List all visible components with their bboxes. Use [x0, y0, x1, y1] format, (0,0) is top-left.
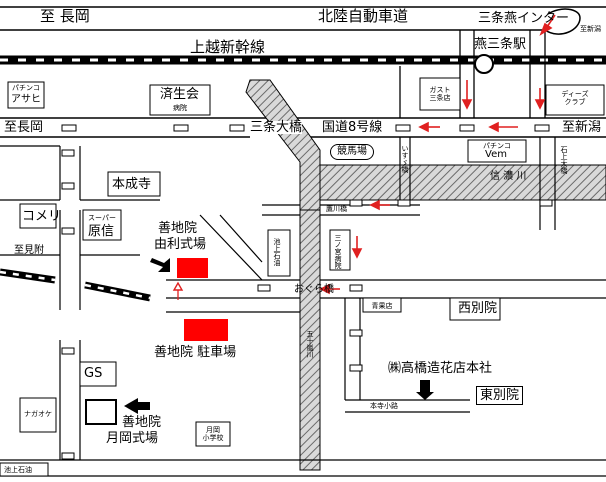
pachinko-vem-small-label: パチンコ: [483, 142, 511, 150]
route8-label: 国道8号線: [322, 120, 383, 135]
shinano-river: [245, 79, 606, 471]
tsubame-sanjo-station-marker: [474, 54, 494, 74]
pachinko-vem-label: Vem: [485, 149, 507, 160]
gs-label: GS: [84, 366, 103, 381]
to-nagaoka-top-label: 至 長岡: [40, 7, 90, 25]
yuri-hall-marker: [177, 258, 208, 278]
ishigami-ohashi-label: 石上大橋: [560, 146, 569, 174]
route8-road: [0, 117, 606, 138]
saiseikai-hospital-label: 病院: [173, 104, 187, 112]
higashi-betsuin-label: 東別院: [476, 386, 524, 405]
parking-marker: [184, 319, 228, 341]
deeds-club-label: ディーズ クラブ: [561, 90, 589, 107]
parking-label: 善地院 駐車場: [154, 345, 237, 360]
shinano-river-label: 信 濃 川: [490, 171, 527, 182]
isuzu-bridge-label: いすゞ橋: [401, 145, 410, 173]
sannomiya-hospital-label: 三ノ宮病院: [334, 234, 343, 269]
tsubame-sanjo-station-label: 燕三条駅: [474, 37, 527, 52]
tsukioka-hall-line1-label: 善地院: [122, 415, 162, 430]
sanjo-tsubame-ic-label: 三条燕インター: [478, 11, 570, 26]
to-niigata-label: 至新潟: [562, 120, 602, 135]
jr-railway-line: [0, 268, 151, 302]
hokuriku-expressway-road: [0, 6, 606, 35]
gusto-label: ガスト 三条店: [429, 86, 451, 103]
ikegami-ishiyu-label: 池上石油: [273, 238, 282, 266]
keibajo-label: 競馬場: [330, 144, 374, 160]
gojuarashi-river-label: 五十嵐川: [306, 330, 315, 358]
route-arrows: [177, 14, 556, 300]
supermarket-small-label: スーパー: [88, 214, 116, 222]
ogura-bridge-label: おぐら橋: [294, 284, 334, 295]
to-niigata-small-label: 至新潟: [580, 25, 601, 33]
tsukioka-hall-line2-label: 月岡式場: [106, 431, 159, 446]
to-mitsuke-label: 至見附: [14, 245, 44, 256]
tsukioka-hall-marker: [85, 399, 117, 425]
to-nagaoka-mid-label: 至長岡: [4, 120, 44, 135]
yuri-hall-line1-label: 善地院: [158, 221, 198, 236]
ikegami-stone-label: 池上石油: [4, 466, 32, 474]
honji-koji-label: 本寺小路: [370, 402, 398, 410]
yuri-hall-line2-label: 由利式場: [154, 237, 207, 252]
pachinko-asahi-label: アサヒ: [11, 94, 41, 105]
nishi-betsuin-label: 西別院: [458, 301, 498, 316]
tsukioka-school-label: 月岡 小学校: [202, 426, 224, 443]
venue-pointer-arrows: [124, 258, 434, 414]
hokuriku-expressway-label: 北陸自動車道: [318, 7, 409, 25]
takagawa-bridge-label: 鷹川橋: [326, 205, 347, 213]
supermarket-label: 原信: [88, 224, 115, 239]
honjoji-label: 本成寺: [112, 177, 152, 192]
nagaoke-label: ナガオケ: [24, 410, 52, 418]
sanjo-ohashi-label: 三条大橋: [250, 120, 303, 135]
komeri-label: コメリ: [22, 209, 62, 224]
aoyagi-label: 青果店: [371, 302, 393, 310]
takahashi-florist-label: ㈱高橋造花店本社: [388, 361, 493, 376]
pachinko-asahi-small-label: パチンコ: [12, 84, 40, 92]
saiseikai-label: 済生会: [160, 87, 200, 102]
joetsu-shinkansen-label: 上越新幹線: [190, 38, 266, 56]
